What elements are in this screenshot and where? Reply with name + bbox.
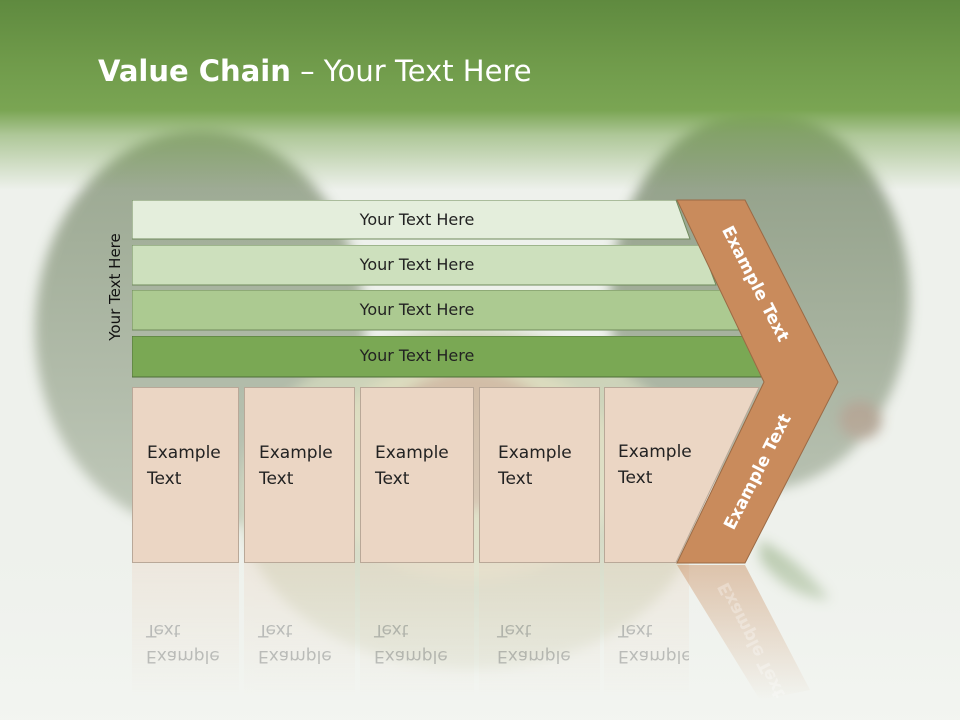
bar-4-label: Your Text Here: [359, 346, 475, 365]
box-1-line2: Text: [147, 469, 182, 489]
title-bold: Value Chain: [98, 54, 291, 88]
box-2-line2: Text: [259, 469, 294, 489]
box-2-line1: Example: [259, 443, 333, 463]
bar-1-label: Your Text Here: [359, 210, 475, 229]
box-4-line2: Text: [498, 469, 533, 489]
box-3-line2: Text: [375, 469, 410, 489]
chevron-reflection: [677, 565, 810, 700]
box-5-shape: [604, 387, 760, 563]
bar-1-shape: [132, 200, 691, 240]
box-3-line1: Example: [375, 443, 449, 463]
chevron-shape: [676, 199, 839, 564]
box-5: [604, 387, 760, 563]
box-4-line1: Example: [498, 443, 572, 463]
page-title: Value Chain – Your Text Here: [98, 54, 532, 88]
bar-2-label: Your Text Here: [359, 255, 475, 274]
bar-1: Your Text Here: [132, 200, 692, 240]
box-1-line1: Example: [147, 443, 221, 463]
header-band: [0, 0, 960, 190]
box-5-line1: Example: [618, 442, 692, 462]
box-5-line2: Text: [618, 468, 653, 488]
title-rest: – Your Text Here: [290, 54, 532, 88]
bar-3-label: Your Text Here: [359, 300, 475, 319]
bar-2-shape: [132, 245, 717, 286]
bar-3: Your Text Here: [132, 290, 744, 331]
bar-2: Your Text Here: [132, 245, 722, 286]
